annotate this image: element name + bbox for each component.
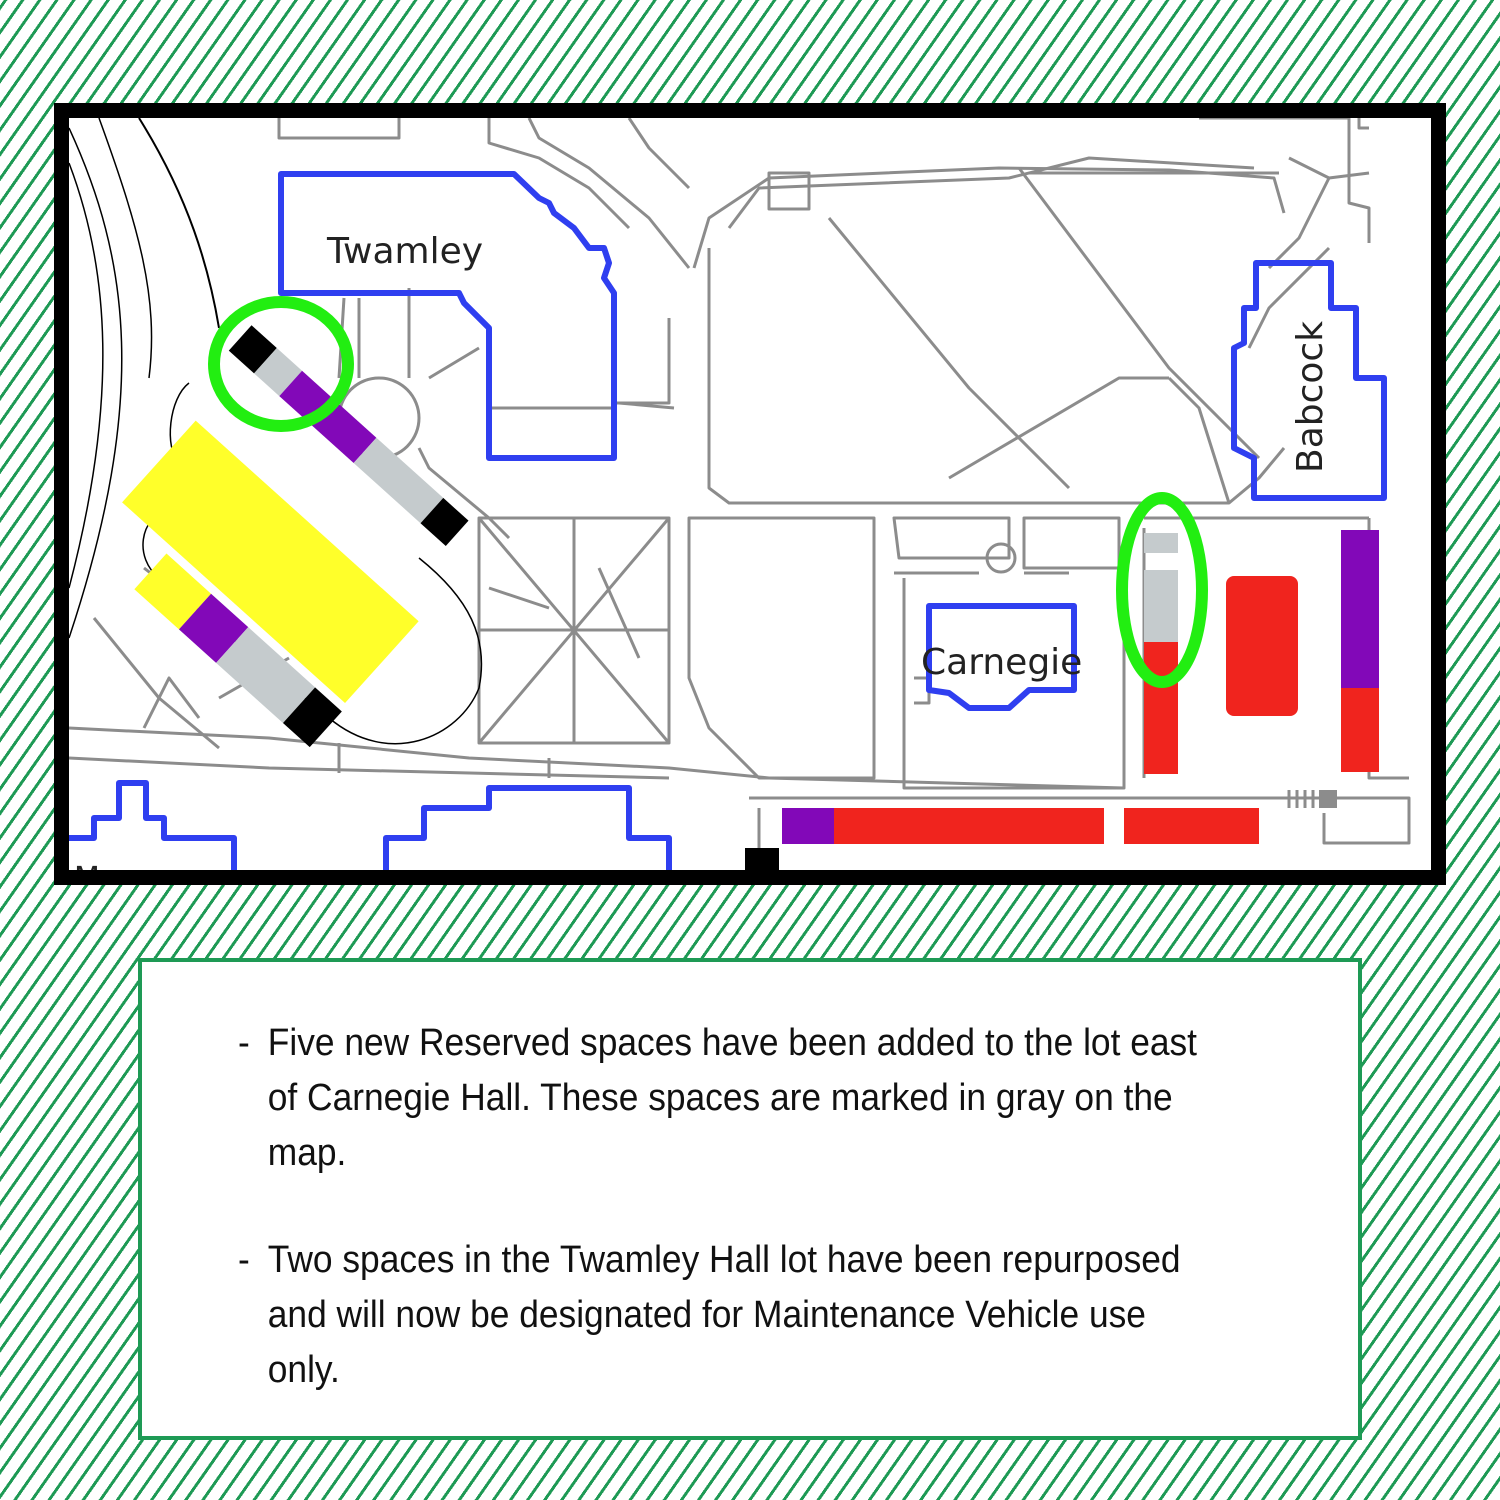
label-museum: Museum (74, 861, 201, 870)
red-spaces-bottom-2 (1124, 808, 1259, 844)
notice-item-reserved: - Five new Reserved spaces have been add… (238, 1016, 1205, 1181)
purple-space-strip-2 (178, 593, 249, 663)
bullet: - (238, 1239, 250, 1281)
black-space-strip-2 (282, 687, 342, 748)
notice-text: Two spaces in the Twamley Hall lot have … (267, 1239, 1181, 1391)
bullet: - (238, 1022, 250, 1064)
purple-spaces-bottom (782, 808, 834, 844)
purple-space-strip-1 (279, 370, 377, 463)
notice-text: Five new Reserved spaces have been added… (267, 1022, 1198, 1174)
notice-item-maintenance: - Two spaces in the Twamley Hall lot hav… (238, 1233, 1205, 1398)
yellow-lot-large (122, 420, 419, 704)
map-canvas: Twamley Carnegie Babcock Museum (69, 118, 1411, 870)
yellow-space-small (134, 553, 212, 630)
walkways (69, 118, 1411, 870)
building-bottom-center-outline (383, 785, 672, 870)
label-twamley: Twamley (326, 231, 483, 272)
label-babcock: Babcock (1290, 321, 1331, 473)
parking-spaces (122, 325, 1379, 870)
maintenance-space-2 (420, 497, 469, 546)
reserved-space-twamley-1 (254, 348, 303, 397)
gate-marker (1287, 790, 1337, 808)
highlight-circle-carnegie (1116, 492, 1208, 688)
red-spaces-bottom-1 (834, 808, 1104, 844)
reserved-space-strip-1 (353, 437, 444, 524)
red-center-island (1226, 576, 1298, 716)
highlight-circle-twamley (208, 296, 354, 432)
red-spaces-right (1341, 688, 1379, 772)
campus-map: Twamley Carnegie Babcock Museum (54, 103, 1446, 885)
reserved-spaces-carnegie (1144, 570, 1178, 642)
babcock-hall-outline (1231, 260, 1387, 501)
museum-outline (69, 780, 237, 870)
buildings (69, 171, 1387, 870)
reserved-spaces-carnegie-top (1144, 533, 1178, 553)
black-space-bottom (745, 848, 779, 870)
twamley-hall-outline (278, 171, 617, 461)
highlights (208, 296, 1208, 688)
reserved-space-strip-2 (216, 627, 316, 724)
notice-list: - Five new Reserved spaces have been add… (238, 1016, 1278, 1450)
notice-panel: - Five new Reserved spaces have been add… (138, 958, 1362, 1440)
red-spaces-bottom-right (1144, 708, 1178, 774)
carnegie-hall-outline (926, 603, 1077, 711)
label-carnegie: Carnegie (921, 642, 1082, 683)
purple-spaces-right (1341, 530, 1379, 688)
maintenance-space-1 (228, 325, 277, 374)
